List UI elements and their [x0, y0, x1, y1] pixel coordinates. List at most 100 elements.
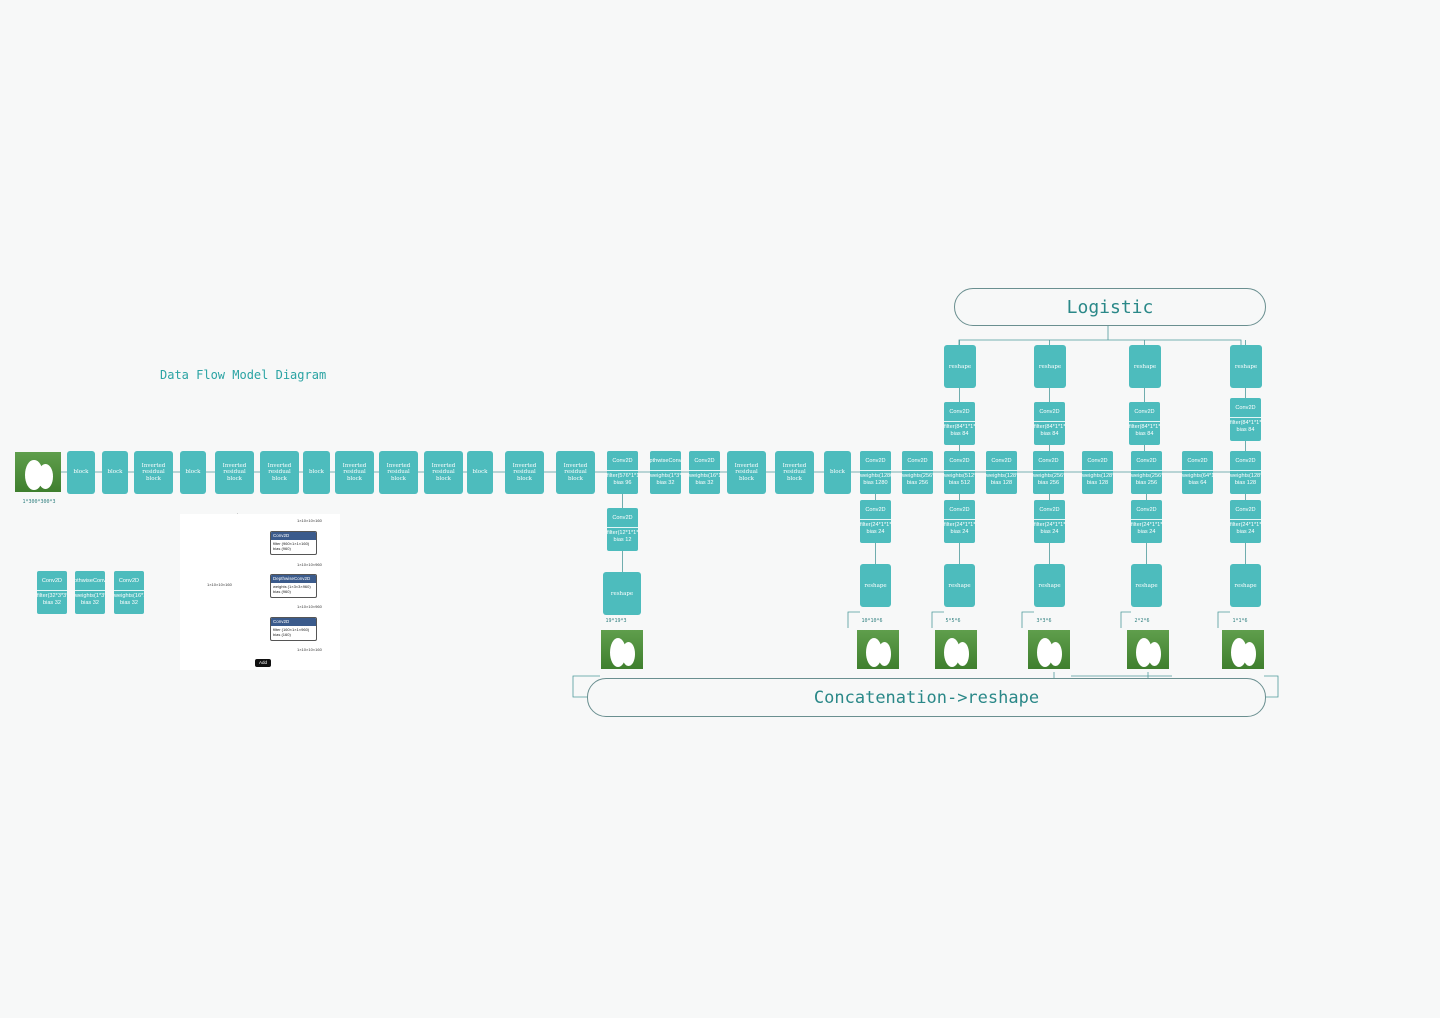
main-conv-6-title: Conv2D — [944, 451, 975, 472]
inset-add-node: Add — [255, 659, 271, 667]
legend-node-3-params: weights(16*1*1*32) bias 32 — [114, 593, 144, 606]
inset-conv2d-expand-params: filter (960×1×1×160) bias (960) — [273, 541, 310, 551]
chain-block-6: Inverted residual block — [260, 451, 299, 494]
top-conv-4-params: filter(84*1*1*128) bias 84 — [1230, 420, 1261, 433]
top-conv-1-title: Conv2D — [944, 402, 975, 423]
chain-block-2: block — [102, 451, 128, 494]
main-conv-7-params: weights(128*1*1*512) bias 128 — [986, 473, 1017, 486]
concat-bracket-right — [1264, 675, 1279, 698]
input-shape-label: 1*300*300*3 — [22, 499, 56, 505]
bottom-conv-3-params: filter(24*1*1*512) bias 24 — [944, 522, 975, 535]
chain-block-8: Inverted residual block — [335, 451, 374, 494]
bottom-conv-6-params: filter(24*1*1*128) bias 24 — [1230, 522, 1261, 535]
feature-image-2-shape-2 — [878, 641, 892, 666]
diagram-title: Data Flow Model Diagram — [160, 368, 327, 382]
main-conv-4-title: Conv2D — [860, 451, 891, 472]
logistic-label: Logistic — [1066, 296, 1154, 318]
feature-image-6 — [1222, 630, 1264, 669]
inset-depthwise-title: DepthwiseConv2D — [271, 575, 316, 583]
chain-block-12: Inverted residual block — [505, 451, 544, 494]
feature-image-3-shape-2 — [956, 641, 970, 666]
inset-conv2d-project-params: filter (160×1×1×960) bias (160) — [273, 627, 310, 637]
main-conv-10-params: weights(256*3*3*128) bias 256 — [1131, 473, 1162, 486]
feature-shape-label-2: 10*10*6 — [861, 618, 883, 624]
feature-image-4 — [1028, 630, 1070, 669]
top-conv-2-title: Conv2D — [1034, 402, 1065, 423]
chain-block-13: Inverted residual block — [556, 451, 595, 494]
feature-image-5 — [1127, 630, 1169, 669]
bottom-reshape-1: reshape — [603, 572, 641, 615]
main-conv-12-title: Conv2D — [1230, 451, 1261, 472]
bottom-conv-4-params: filter(24*1*1*256) bias 24 — [1034, 522, 1065, 535]
feature-bracket-5 — [1217, 611, 1230, 628]
feature-image-1 — [601, 630, 643, 669]
bottom-conv-2-params: filter(24*1*1*1280) bias 24 — [860, 522, 891, 535]
inset-tensor-out: 1×10×10×160 — [297, 647, 322, 652]
logistic-bus — [958, 339, 1242, 345]
input-image — [15, 452, 61, 492]
feature-image-2 — [857, 630, 899, 669]
chain-block-3: Inverted residual block — [134, 451, 173, 494]
main-conv-6-params: weights(512*3*3*256) bias 512 — [944, 473, 975, 486]
bottom-reshape-5: reshape — [1131, 564, 1162, 607]
chain-block-10: Inverted residual block — [424, 451, 463, 494]
legend-node-3-title: Conv2D — [114, 571, 144, 592]
feature-bracket-2 — [931, 611, 944, 628]
main-conv-4-params: weights(1280*1*1*320) bias 1280 — [860, 473, 891, 486]
main-conv-11-params: weights(64*1*1*256) bias 64 — [1182, 473, 1213, 486]
legend-node-1-title: Conv2D — [37, 571, 67, 592]
feature-image-1-shape-2 — [622, 641, 636, 666]
feature-image-4-shape-2 — [1049, 641, 1063, 666]
legend-node-2-title: DepthwiseConv2D — [75, 571, 105, 592]
concatenation-node: Concatenation->reshape — [587, 678, 1266, 717]
bottom-conv-4-title: Conv2D — [1034, 500, 1065, 521]
main-conv-9-title: Conv2D — [1082, 451, 1113, 472]
chain-block-9: Inverted residual block — [379, 451, 418, 494]
inset-depthwise: DepthwiseConv2D weights (1×3×3×960) bias… — [270, 574, 317, 598]
top-conv-1-params: filter(84*1*1*512) bias 84 — [944, 424, 975, 437]
logistic-node: Logistic — [954, 288, 1266, 326]
chain-block-1: block — [67, 451, 95, 494]
inset-tensor-mid1: 1×10×10×960 — [297, 562, 322, 567]
bottom-reshape-3: reshape — [944, 564, 975, 607]
feature-image-5-shape-2 — [1148, 641, 1162, 666]
concatenation-label: Concatenation->reshape — [813, 687, 1040, 708]
main-conv-8-params: weights(256*3*3*128) bias 256 — [1033, 473, 1064, 486]
main-conv-1-title: Conv2D — [607, 451, 638, 472]
top-reshape-4: reshape — [1230, 345, 1262, 388]
legend-node-2-params: weights(1*3*3*32) bias 32 — [75, 593, 105, 606]
inset-tensor-mid2: 1×10×10×960 — [297, 604, 322, 609]
bottom-conv-1-title: Conv2D — [607, 508, 638, 529]
feature-shape-label-1: 19*19*3 — [605, 618, 627, 624]
feature-shape-label-5: 2*2*6 — [1134, 618, 1150, 624]
inset-conv2d-expand: Conv2D filter (960×1×1×160) bias (960) — [270, 531, 317, 555]
main-conv-2-params: weights(1*3*3*32) bias 32 — [650, 473, 681, 486]
feature-bracket-1 — [847, 611, 860, 628]
bottom-conv-6-title: Conv2D — [1230, 500, 1261, 521]
concat-bracket-left — [572, 675, 600, 698]
chain-block-7: block — [303, 451, 330, 494]
legend-node-1-params: filter(32*3*3*3) bias 32 — [37, 593, 67, 606]
bottom-conv-5-title: Conv2D — [1131, 500, 1162, 521]
chain2-block-2: Inverted residual block — [775, 451, 814, 494]
main-conv-12-params: weights(128*3*3*64) bias 128 — [1230, 473, 1261, 486]
chain2-block-3: block — [824, 451, 851, 494]
